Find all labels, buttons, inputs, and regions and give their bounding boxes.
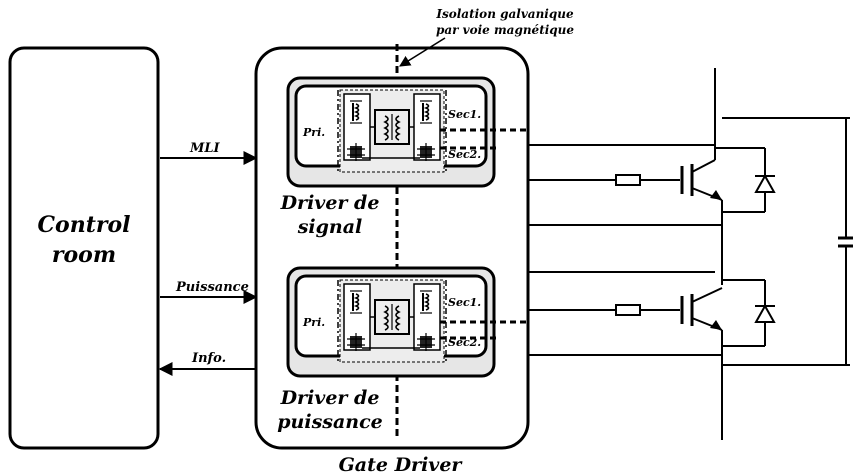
power-sec1-label: Sec1. [448, 296, 481, 309]
power-driver-module: Pri. Sec1. Sec2. Driver de puissance [277, 266, 528, 433]
isolation-note-line2: par voie magnétique [436, 23, 574, 37]
emitter-arrows [710, 190, 722, 330]
power-sec2-label: Sec2. [448, 336, 481, 349]
isolation-note: Isolation galvanique par voie magnétique [399, 7, 574, 67]
igbt-half-bridge [640, 68, 853, 440]
signal-driver-label-line2: signal [297, 216, 363, 238]
control-room-label-line1: Control [38, 212, 131, 238]
isolation-pointer-arrow [399, 37, 446, 67]
power-pri-label: Pri. [302, 316, 325, 329]
signal-driver-module: Pri. Sec1. Sec2. Driver de signal [280, 76, 528, 238]
gate-driver-title: Gate Driver [339, 454, 464, 475]
gate-resistor-top [615, 174, 641, 186]
control-room-block: Control room [8, 46, 160, 450]
puissance-label: Puissance [175, 280, 249, 295]
power-driver-label-line2: puissance [277, 411, 383, 433]
driver-output-wires [528, 144, 722, 356]
control-room-label-line2: room [52, 242, 116, 268]
info-label: Info. [191, 351, 226, 366]
signal-sec2-label: Sec2. [448, 148, 481, 161]
gate-resistor-bottom [615, 304, 641, 316]
power-driver-label-line1: Driver de [280, 387, 380, 409]
signal-driver-label-line1: Driver de [280, 192, 380, 214]
signal-sec1-label: Sec1. [448, 108, 481, 121]
signal-pri-label: Pri. [302, 126, 325, 139]
isolation-note-line1: Isolation galvanique [435, 7, 574, 21]
signal-arrows: MLI Puissance Info. [158, 141, 258, 376]
mli-label: MLI [189, 141, 221, 156]
